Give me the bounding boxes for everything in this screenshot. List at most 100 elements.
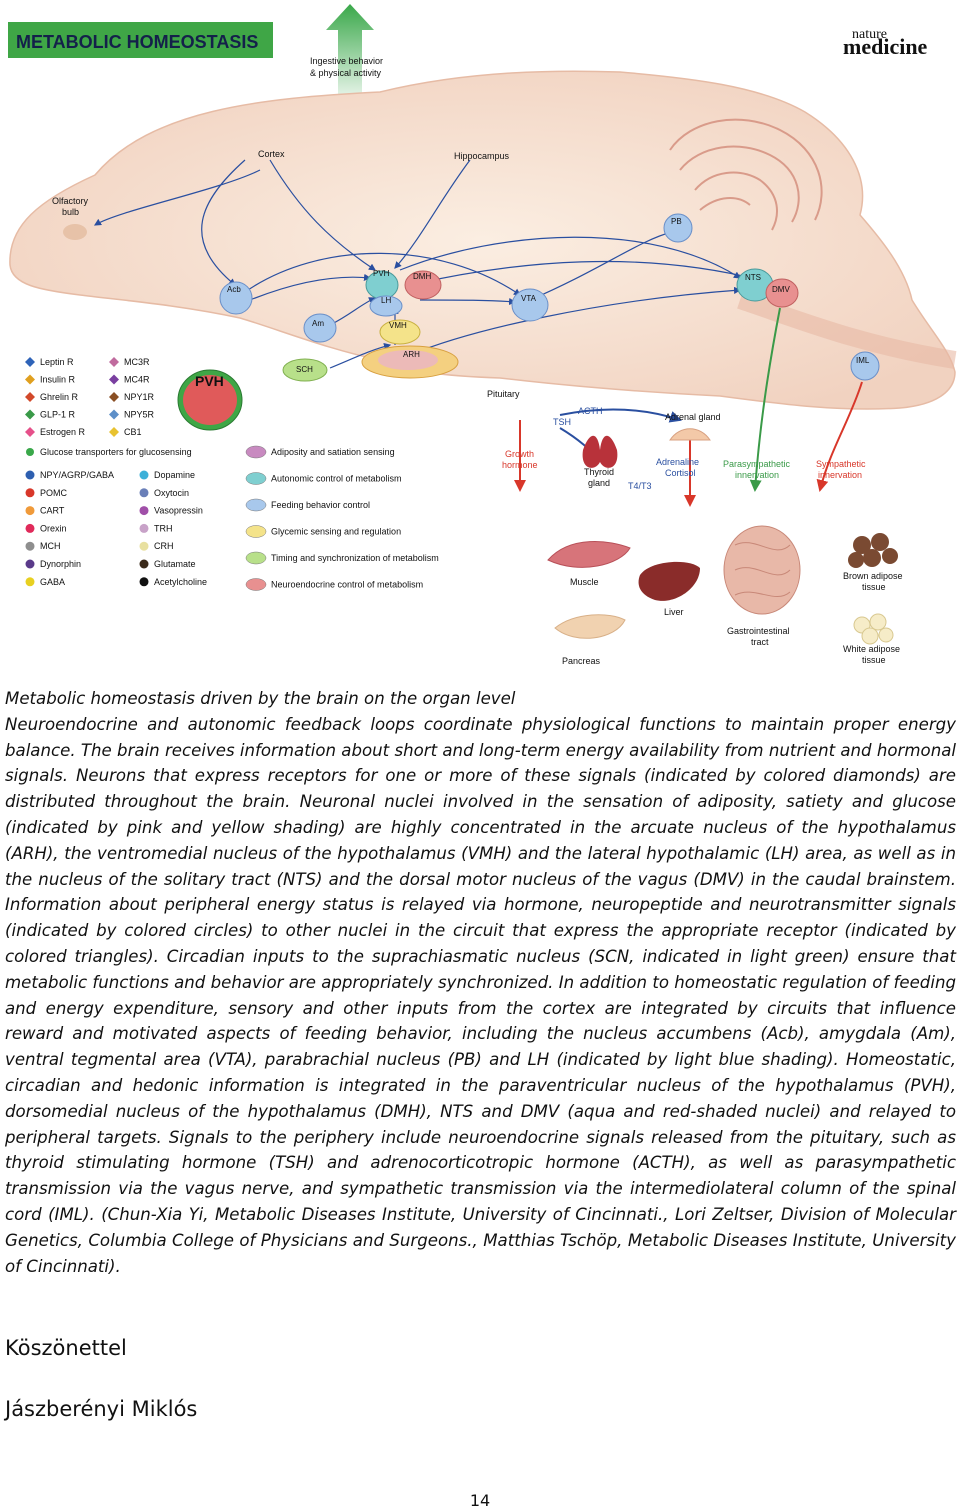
function-swatch-icon	[245, 551, 267, 565]
label-growth-1: Growth	[505, 449, 534, 459]
nucleus-vmh	[379, 319, 421, 345]
label-acb: Acb	[227, 285, 241, 294]
neurotransmitter-legend-label: CART	[40, 506, 65, 516]
label-cortex: Cortex	[258, 149, 285, 159]
banner-title: METABOLIC HOMEOSTASIS	[16, 32, 258, 52]
glucose-legend-label: Glucose transporters for glucosensing	[40, 447, 192, 457]
label-parasym-1: Parasympathetic	[723, 459, 791, 469]
nucleus-am	[303, 313, 337, 343]
label-liver: Liver	[664, 607, 684, 617]
label-wat-2: tissue	[862, 655, 886, 665]
label-wat-1: White adipose	[843, 644, 900, 654]
nuclei: Acb PVH DMH LH VMH ARH VTA Am SCH PB NTS…	[63, 213, 880, 382]
label-am: Am	[312, 319, 324, 328]
label-parasym-2: innervation	[735, 470, 779, 480]
neurotransmitter-dot-icon	[25, 470, 35, 480]
label-acth: ACTH	[578, 406, 603, 416]
label-adrenaline-2: Cortisol	[665, 468, 696, 478]
neurotransmitter-legend-label: Orexin	[40, 523, 67, 533]
arrow-label-1: Ingestive behavior	[310, 56, 383, 66]
figure-caption: Metabolic homeostasis driven by the brai…	[5, 686, 956, 1279]
neurotransmitter-legend-label: Dopamine	[154, 470, 195, 480]
neurotransmitter-dot-icon	[25, 488, 35, 498]
label-vta: VTA	[521, 294, 537, 303]
pvh-callout-label: PVH	[195, 373, 224, 389]
label-dmh: DMH	[413, 272, 431, 281]
function-legend-label: Adiposity and satiation sensing	[271, 447, 395, 457]
up-arrow-icon	[326, 4, 374, 110]
neurotransmitter-legend-label: Dynorphin	[40, 559, 81, 569]
cerebellum	[669, 118, 823, 231]
receptor-legend-label: GLP-1 R	[40, 410, 76, 420]
nucleus-pb	[663, 213, 693, 243]
receptor-diamond-icon	[25, 357, 35, 367]
neurotransmitter-legend-label: Acetylcholine	[154, 577, 207, 587]
receptor-diamond-icon	[25, 392, 35, 402]
label-lh: LH	[381, 296, 391, 305]
function-legend-label: Neuroendocrine control of metabolism	[271, 580, 423, 590]
organs: Muscle Liver Gastrointestinal tract Brow…	[547, 525, 903, 666]
function-swatch-icon	[245, 472, 267, 485]
journal-logo-small: nature	[852, 27, 887, 42]
label-nts: NTS	[745, 273, 761, 282]
nucleus-iml	[850, 351, 880, 381]
neurotransmitter-legend-label: Vasopressin	[154, 506, 203, 516]
neurotransmitter-dot-icon	[25, 523, 35, 533]
caption-body: Neuroendocrine and autonomic feedback lo…	[5, 714, 956, 1276]
neurotransmitter-legend-label: POMC	[40, 488, 68, 498]
liver-organ	[638, 561, 700, 601]
receptor-diamond-icon	[109, 357, 119, 367]
pancreas-organ	[554, 614, 626, 639]
glucose-legend: Glucose transporters for glucosensing	[26, 447, 192, 457]
label-adrenal: Adrenal gland	[665, 412, 721, 422]
receptor-diamond-icon	[25, 409, 35, 420]
brown-adipose-organ	[848, 533, 898, 568]
neurotransmitter-legend-label: MCH	[40, 541, 61, 551]
neurotransmitter-dot-icon	[25, 577, 35, 587]
nucleus-lh	[369, 295, 403, 317]
label-iml: IML	[856, 356, 870, 365]
label-bat-1: Brown adipose	[843, 571, 903, 581]
glucose-transporter-icon	[26, 448, 34, 456]
receptor-legend-label: CB1	[124, 427, 142, 437]
label-pb: PB	[671, 217, 682, 226]
page-number: 14	[469, 1491, 491, 1510]
neurotransmitter-legend-label: TRH	[154, 523, 173, 533]
label-dmv: DMV	[772, 285, 790, 294]
thyroid-gland	[582, 435, 618, 468]
receptor-diamond-icon	[109, 392, 119, 402]
label-arh: ARH	[403, 350, 420, 359]
neurotransmitter-dot-icon	[139, 470, 149, 480]
receptor-diamond-icon	[109, 374, 119, 385]
neurotransmitter-legend-label: Oxytocin	[154, 488, 189, 498]
neurotransmitter-dot-icon	[139, 523, 149, 533]
brain-outline	[9, 70, 956, 410]
label-muscle: Muscle	[570, 577, 599, 587]
neurotransmitter-legend-label: NPY/AGRP/GABA	[40, 470, 114, 480]
receptor-legend-label: NPY5R	[124, 410, 155, 420]
label-sym-2: innervation	[818, 470, 862, 480]
receptor-legend-label: Insulin R	[40, 375, 76, 385]
function-swatch-icon	[245, 498, 267, 512]
label-pancreas: Pancreas	[562, 656, 601, 666]
neurotransmitter-dot-icon	[25, 559, 35, 569]
label-pvh: PVH	[373, 269, 390, 278]
muscle-organ	[547, 541, 631, 568]
periphery-arrows	[514, 307, 863, 507]
neurotransmitter-dot-icon	[25, 541, 35, 551]
label-bat-2: tissue	[862, 582, 886, 592]
label-sym-1: Sympathetic	[816, 459, 866, 469]
label-pituitary: Pituitary	[487, 389, 520, 399]
label-gi-2: tract	[751, 637, 769, 647]
arrow-label-2: & physical activity	[310, 68, 382, 78]
nucleus-dmv	[765, 278, 799, 308]
neurotransmitter-dot-icon	[139, 541, 149, 551]
label-sch: SCH	[296, 365, 313, 374]
author-name: Jászberényi Miklós	[5, 1397, 198, 1421]
journal-logo-big: medicine	[843, 34, 928, 59]
function-swatch-icon	[245, 525, 267, 538]
neurotransmitter-dot-icon	[139, 577, 149, 587]
receptor-diamond-icon	[25, 374, 35, 385]
